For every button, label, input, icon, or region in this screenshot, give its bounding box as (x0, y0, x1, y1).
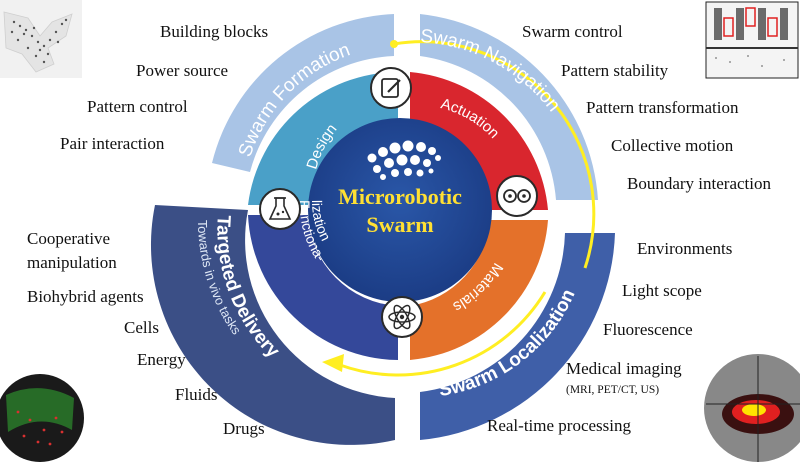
pencil-icon (370, 67, 412, 109)
microrobot-swarm-thumbnail-top-left (0, 0, 82, 78)
label-power-source: Power source (136, 61, 229, 80)
yellow-arrow-top (393, 40, 596, 269)
label-light-scope: Light scope (622, 281, 702, 300)
center-title-line1: Microrobotic (338, 184, 462, 209)
label-collective-motion: Collective motion (611, 136, 734, 155)
label-fluorescence: Fluorescence (603, 320, 693, 339)
label-drugs: Drugs (223, 419, 265, 438)
arrow-start-dot (390, 40, 398, 48)
targeted-delivery-segment (150, 205, 395, 445)
delivery-thumbnail-bottom-left (0, 374, 84, 462)
label-swarm-control: Swarm control (522, 22, 623, 41)
label-building-blocks: Building blocks (160, 22, 269, 41)
center-title-line2: Swarm (366, 212, 433, 237)
label-pair-interaction: Pair interaction (60, 134, 165, 153)
yellow-arrow-bottom (339, 291, 547, 377)
label-manipulation: manipulation (27, 253, 117, 272)
label-cells: Cells (124, 318, 159, 337)
functionalization-segment (248, 215, 398, 360)
label-medical-imaging: Medical imaging (566, 359, 682, 378)
label-pattern-control: Pattern control (87, 97, 188, 116)
atom-icon (381, 296, 423, 338)
label-medical-imaging-modalities: (MRI, PET/CT, US) (566, 384, 660, 396)
localization-thumbnail-bottom-right (704, 354, 800, 462)
swarm-dots-icon (367, 140, 441, 180)
label-energy: Energy (137, 350, 186, 369)
label-environments: Environments (637, 239, 733, 258)
swarm-localization-segment (420, 233, 615, 440)
label-real-time-processing: Real-time processing (487, 416, 631, 435)
arrowhead-icon (322, 354, 344, 372)
swarm-navigation-segment (420, 14, 598, 200)
label-pattern-transformation: Pattern transformation (586, 98, 739, 117)
swarm-formation-segment (212, 14, 394, 172)
label-fluids: Fluids (175, 385, 218, 404)
materials-segment (410, 220, 548, 360)
label-biohybrid-agents: Biohybrid agents (27, 287, 144, 306)
navigation-thumbnail-top-right (705, 1, 799, 79)
center-circle (308, 118, 492, 302)
design-segment (248, 72, 398, 205)
label-pattern-stability: Pattern stability (561, 61, 669, 80)
flask-icon (259, 188, 301, 230)
label-boundary-interaction: Boundary interaction (627, 174, 771, 193)
label-cooperative: Cooperative (27, 229, 111, 248)
coil-actuator-icon (496, 175, 538, 217)
